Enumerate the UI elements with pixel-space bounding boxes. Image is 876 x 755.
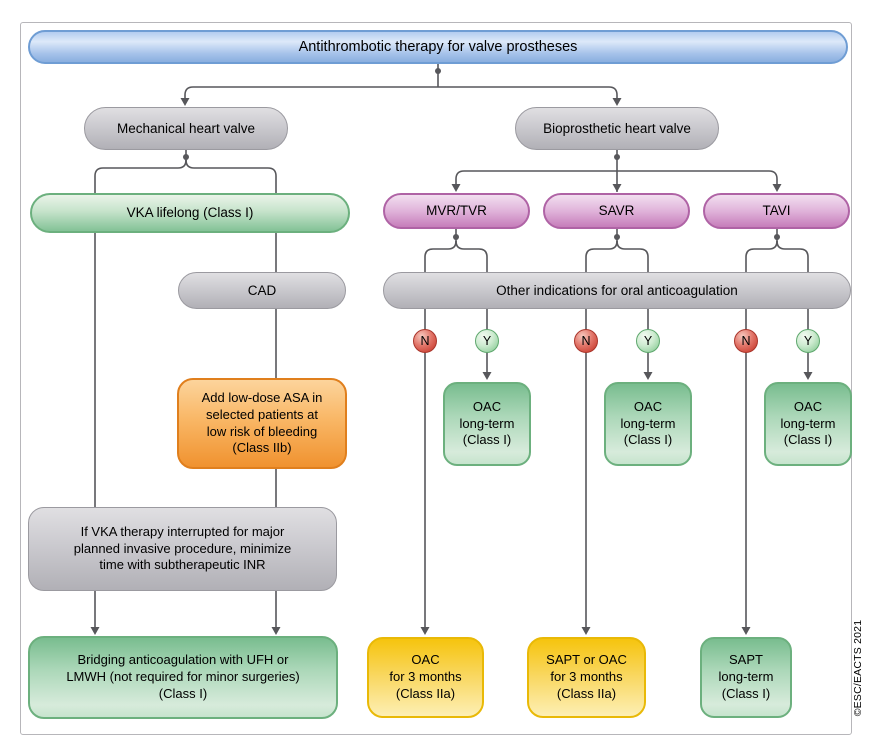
node-other-indications: Other indications for oral anticoagulati… [383,272,851,309]
node-vka-interrupted: If VKA therapy interrupted for major pla… [28,507,337,591]
node-bioprosthetic-heart-valve: Bioprosthetic heart valve [515,107,719,150]
badge-no-savr: N [574,329,598,353]
node-bridging-anticoagulation: Bridging anticoagulation with UFH or LMW… [28,636,338,719]
badge-yes-mvr-tvr: Y [475,329,499,353]
connector-savr-yes-rail [616,240,649,372]
connector-bio-split [455,170,778,189]
connector-paths [94,64,809,628]
connector-savr-no-rail [585,240,618,628]
badge-yes-tavi: Y [796,329,820,353]
connector-mvr-yes-rail [455,240,488,372]
node-sapt-long-term: SAPT long-term (Class I) [700,637,792,718]
node-cad: CAD [178,272,346,309]
connector-mechanical-left-rail [94,159,187,628]
node-vka-lifelong: VKA lifelong (Class I) [30,193,350,233]
connector-dots-and-arrowheads [90,68,813,635]
node-oac-long-term-mvr-tvr: OAC long-term (Class I) [443,382,531,466]
node-oac-3-months: OAC for 3 months (Class IIa) [367,637,484,718]
node-sapt-or-oac-3-months: SAPT or OAC for 3 months (Class IIa) [527,637,646,718]
node-mechanical-heart-valve: Mechanical heart valve [84,107,288,150]
node-savr: SAVR [543,193,690,229]
connector-mvr-no-rail [424,240,457,628]
node-add-low-dose-asa: Add low-dose ASA in selected patients at… [177,378,347,469]
title-banner: Antithrombotic therapy for valve prosthe… [28,30,848,64]
connector-tavi-yes-rail [776,240,809,372]
copyright-note: ©ESC/EACTS 2021 [852,619,864,717]
badge-no-tavi: N [734,329,758,353]
connector-tavi-no-rail [745,240,778,628]
node-tavi: TAVI [703,193,850,229]
badge-yes-savr: Y [636,329,660,353]
node-oac-long-term-tavi: OAC long-term (Class I) [764,382,852,466]
node-mvr-tvr: MVR/TVR [383,193,530,229]
node-oac-long-term-savr: OAC long-term (Class I) [604,382,692,466]
connector-mechanical-right-rail [185,159,277,628]
badge-no-mvr-tvr: N [413,329,437,353]
connector-header-split [184,86,618,100]
